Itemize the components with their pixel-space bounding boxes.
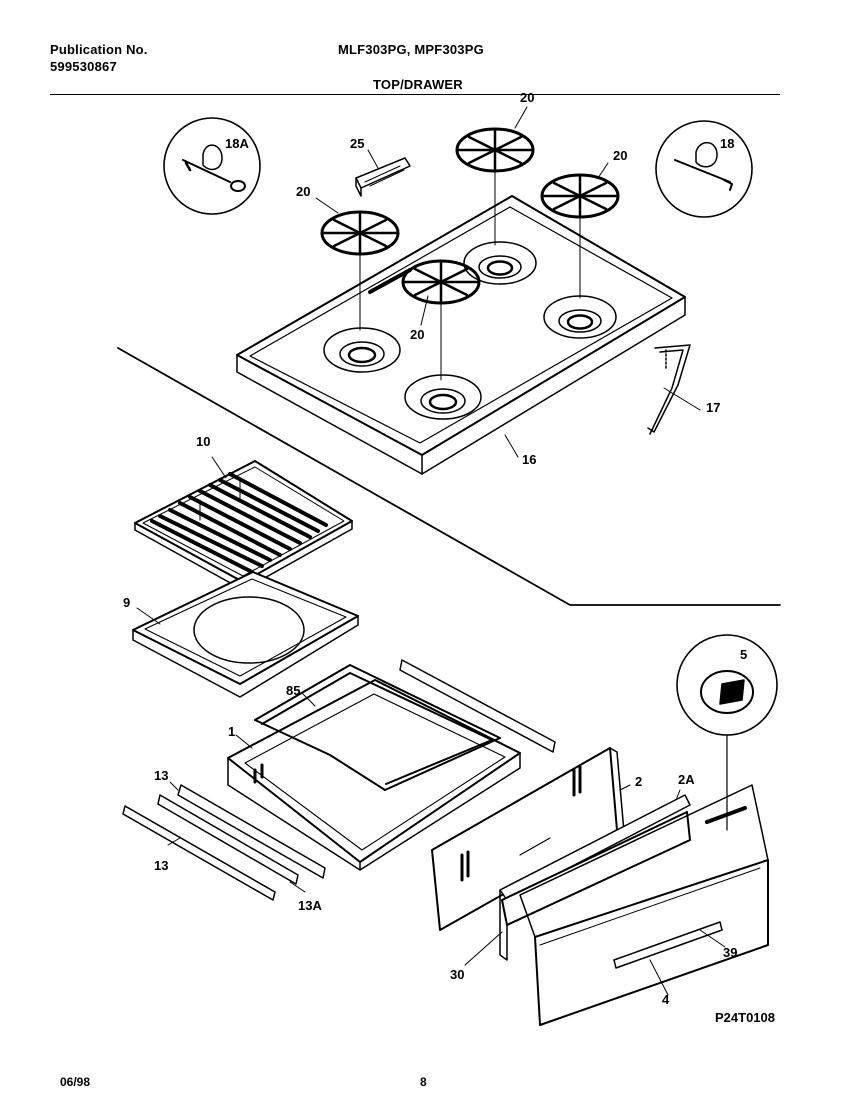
part-25-bracket [355, 157, 411, 197]
drawer-channel-part-2A [499, 794, 691, 961]
inset-18A-circle [163, 117, 261, 215]
part-17-wire-clip [647, 344, 691, 435]
burner-grate-rear-right [540, 173, 620, 299]
callout-25: 25 [350, 136, 365, 151]
callout-18: 18 [720, 136, 735, 151]
callout-30: 30 [450, 967, 465, 982]
burner-bowl-rear-left [463, 241, 537, 285]
drawer-rack-part-85 [254, 664, 501, 791]
broiler-grid-part-10 [134, 460, 353, 591]
figure-code: P24T0108 [715, 1010, 775, 1025]
callout-13-upper: 13 [154, 768, 169, 783]
callout-20-rear-left: 20 [520, 90, 535, 105]
page-number: 8 [420, 1075, 427, 1089]
burner-bowl-rear-right [543, 295, 617, 339]
callout-20-center: 20 [410, 327, 425, 342]
cooktop-main-top [236, 195, 686, 475]
drawer-slide-part-13A [157, 784, 326, 885]
drawer-front-part-4 [519, 784, 769, 1026]
callout-2A: 2A [678, 772, 695, 787]
callout-20-rear-right: 20 [613, 148, 628, 163]
footer-date: 06/98 [60, 1075, 91, 1089]
drawer-body-part-1 [227, 679, 521, 871]
drawer-front-frame-part-2 [431, 747, 625, 931]
burner-bowl-front-left [323, 327, 401, 373]
callout-2: 2 [635, 774, 643, 789]
inset-18-circle [655, 120, 753, 218]
callout-1: 1 [228, 724, 236, 739]
callout-13-lower: 13 [154, 858, 169, 873]
callout-9: 9 [123, 595, 131, 610]
callout-39: 39 [723, 945, 738, 960]
burner-grate-rear-left [455, 127, 535, 246]
drawer-panel-part-30 [501, 811, 691, 926]
callout-16: 16 [522, 452, 537, 467]
callout-18A: 18A [225, 136, 249, 151]
leader-lines [136, 106, 726, 996]
section-divider-line [117, 347, 781, 606]
inset-5-circle [676, 634, 778, 831]
header-rule [50, 94, 780, 95]
drawer-rail-right [399, 659, 556, 753]
burner-bowl-front-right [404, 374, 482, 420]
callout-85: 85 [286, 683, 301, 698]
callout-17: 17 [706, 400, 721, 415]
publication-label: Publication No. [50, 42, 148, 57]
callout-10: 10 [196, 434, 211, 449]
callout-5: 5 [740, 647, 748, 662]
callout-4: 4 [662, 992, 670, 1007]
drawer-slide-part-13 [122, 805, 276, 901]
burner-grate-left [320, 210, 400, 331]
burner-grate-center [401, 259, 481, 381]
callout-20-left: 20 [296, 184, 311, 199]
section-title: TOP/DRAWER [373, 77, 463, 92]
model-numbers: MLF303PG, MPF303PG [338, 42, 484, 57]
callout-13A: 13A [298, 898, 322, 913]
publication-number: 599530867 [50, 59, 117, 74]
broiler-pan-part-9 [132, 571, 359, 698]
